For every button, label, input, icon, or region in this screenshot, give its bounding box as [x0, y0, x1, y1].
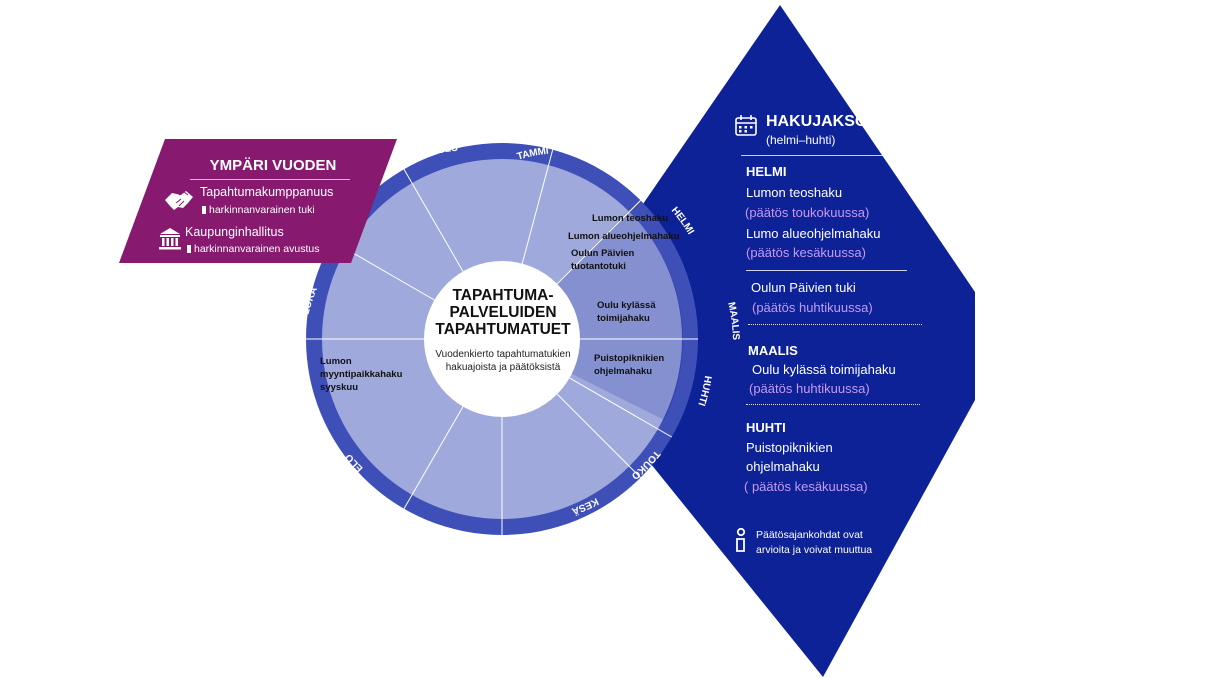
- note-oulu-kylassa: Oulu kylässä toimijahaku: [597, 299, 656, 325]
- note-line: syyskuu: [320, 382, 359, 393]
- ympari-vuoden-divider: [190, 179, 350, 180]
- note-lumon-teoshaku: Lumon teoshaku: [592, 213, 669, 224]
- hakujaksot-subtitle: (helmi–huhti): [766, 133, 836, 147]
- note-puistopiknikien: Puistopiknikien ohjelmahaku: [594, 352, 664, 378]
- decision-date: (päätös huhtikuussa): [749, 381, 870, 396]
- grant-name-line: Puistopiknikien: [746, 440, 833, 455]
- note-line: toimijahaku: [597, 313, 650, 324]
- heading-huhti: HUHTI: [746, 420, 786, 435]
- info-icon: [736, 527, 746, 552]
- ympari-vuoden-panel: [119, 139, 397, 263]
- handshake-icon: [165, 191, 193, 210]
- heading-helmi: HELMI: [746, 164, 787, 179]
- note-line: Puistopiknikien: [594, 353, 665, 364]
- decision-date: ( päätös kesäkuussa): [744, 479, 868, 494]
- ympari-item-sub-text: harkinnanvarainen avustus: [194, 243, 320, 255]
- hakujaksot-panel: [550, 5, 975, 677]
- center-disc: [424, 261, 580, 417]
- center-title-line: TAPAHTUMA-: [452, 287, 554, 304]
- calendar-icon: [735, 115, 757, 136]
- ympari-item-sub: harkinnanvarainen tuki: [202, 204, 315, 216]
- center-subtitle-line: Vuodenkierto tapahtumatukien: [435, 349, 571, 360]
- note-line: tuotantotuki: [571, 261, 626, 272]
- decision-date: (päätös kesäkuussa): [746, 245, 866, 260]
- grant-name: Lumon teoshaku: [746, 185, 843, 200]
- grant-name: Lumo alueohjelmahaku: [746, 226, 881, 241]
- note-lumon-myyntipaikkahaku: Lumon myyntipaikkahaku syyskuu: [320, 355, 402, 394]
- note-line: Oulu kylässä: [597, 300, 656, 311]
- dotted-divider: [748, 324, 922, 325]
- month-label-heina: HEINÄ: [483, 533, 516, 550]
- note-line: myyntipaikkahaku: [320, 369, 403, 380]
- ympari-item-label: Kaupunginhallitus: [185, 225, 284, 239]
- center-title-line: TAPAHTUMATUET: [435, 321, 571, 338]
- grant-name: Oulun Päivien tuki: [751, 280, 856, 295]
- decision-date: (päätös toukokuussa): [745, 205, 870, 220]
- disclaimer-note: Päätösajankohdat ovat arvioita ja voivat…: [756, 528, 872, 558]
- ympari-item-label: Tapahtumakumppanuus: [200, 185, 334, 199]
- ympari-vuoden-title: YMPÄRI VUODEN: [209, 157, 337, 174]
- center-title-line: PALVELUIDEN: [449, 304, 557, 321]
- hakujaksot-divider: [741, 155, 899, 156]
- note-line: Lumon: [320, 356, 352, 367]
- hakujaksot-title: HAKUJAKSOT: [766, 113, 878, 130]
- bullet-bar: [187, 245, 191, 253]
- section-divider: [746, 270, 907, 271]
- decision-date: (päätös huhtikuussa): [752, 300, 873, 315]
- city-hall-icon: [159, 228, 181, 250]
- ympari-item-sub-text: harkinnanvarainen tuki: [209, 204, 315, 216]
- grant-name: Puistopiknikien ohjelmahaku: [746, 438, 833, 476]
- grant-name-line: ohjelmahaku: [746, 459, 820, 474]
- disclaimer-line: Päätösajankohdat ovat: [756, 529, 863, 541]
- application-period-sector: [502, 210, 684, 421]
- note-lumon-alueohjelmahaku: Lumon alueohjelmahaku: [568, 231, 680, 242]
- disclaimer-line: arvioita ja voivat muuttua: [756, 544, 873, 556]
- month-label-syys: SYYS: [279, 328, 292, 356]
- bullet-bar: [202, 206, 206, 214]
- grant-name: Oulu kylässä toimijahaku: [752, 362, 896, 377]
- note-line: Oulun Päivien: [571, 248, 635, 259]
- note-oulun-paivien: Oulun Päivien tuotantotuki: [571, 247, 634, 273]
- center-subtitle-line: hakuajoista ja päätöksistä: [445, 362, 561, 373]
- heading-maalis: MAALIS: [748, 343, 798, 358]
- ympari-item-sub: harkinnanvarainen avustus: [187, 243, 320, 255]
- center-title: TAPAHTUMA- PALVELUIDEN TAPAHTUMATUET: [428, 287, 578, 338]
- dotted-divider: [746, 404, 920, 405]
- note-line: ohjelmahaku: [594, 366, 653, 377]
- center-subtitle: Vuodenkierto tapahtumatukien hakuajoista…: [425, 348, 581, 374]
